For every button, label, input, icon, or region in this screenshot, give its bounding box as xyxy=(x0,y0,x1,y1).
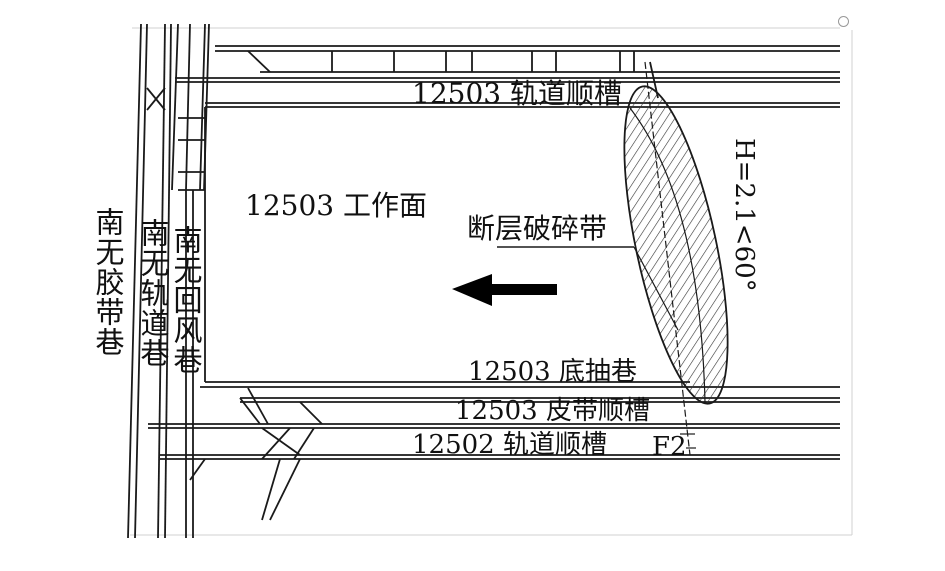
track-trough-12502-label: 12502 轨道顺槽 xyxy=(412,430,607,460)
return-alley-label: 南无回风巷 xyxy=(169,225,203,375)
fault-f2-label: F2 xyxy=(652,432,687,462)
top-roadways xyxy=(175,45,840,108)
corner-circle-icon xyxy=(838,16,849,27)
belt-trough-label: 12503 皮带顺槽 xyxy=(455,396,650,426)
working-face-label: 12503 工作面 xyxy=(245,189,427,222)
fault-zone-ellipse xyxy=(623,85,729,405)
belt-alley-label: 南无胶带巷 xyxy=(91,207,125,357)
advance-direction-arrow-icon xyxy=(452,274,557,306)
working-face-outline xyxy=(204,107,690,383)
bottom-roadway-label: 12503 底抽巷 xyxy=(468,357,637,387)
fault-angle-label: H=2.1<60° xyxy=(729,138,759,292)
fault-line-f2 xyxy=(644,61,691,456)
track-alley-label: 南无轨道巷 xyxy=(136,218,170,368)
track-trough-label: 12503 轨道顺槽 xyxy=(412,77,622,110)
fault-zone-label: 断层破碎带 xyxy=(467,212,608,245)
left-vertical-roadways xyxy=(127,23,210,539)
fault-label-leader-2 xyxy=(633,246,679,331)
